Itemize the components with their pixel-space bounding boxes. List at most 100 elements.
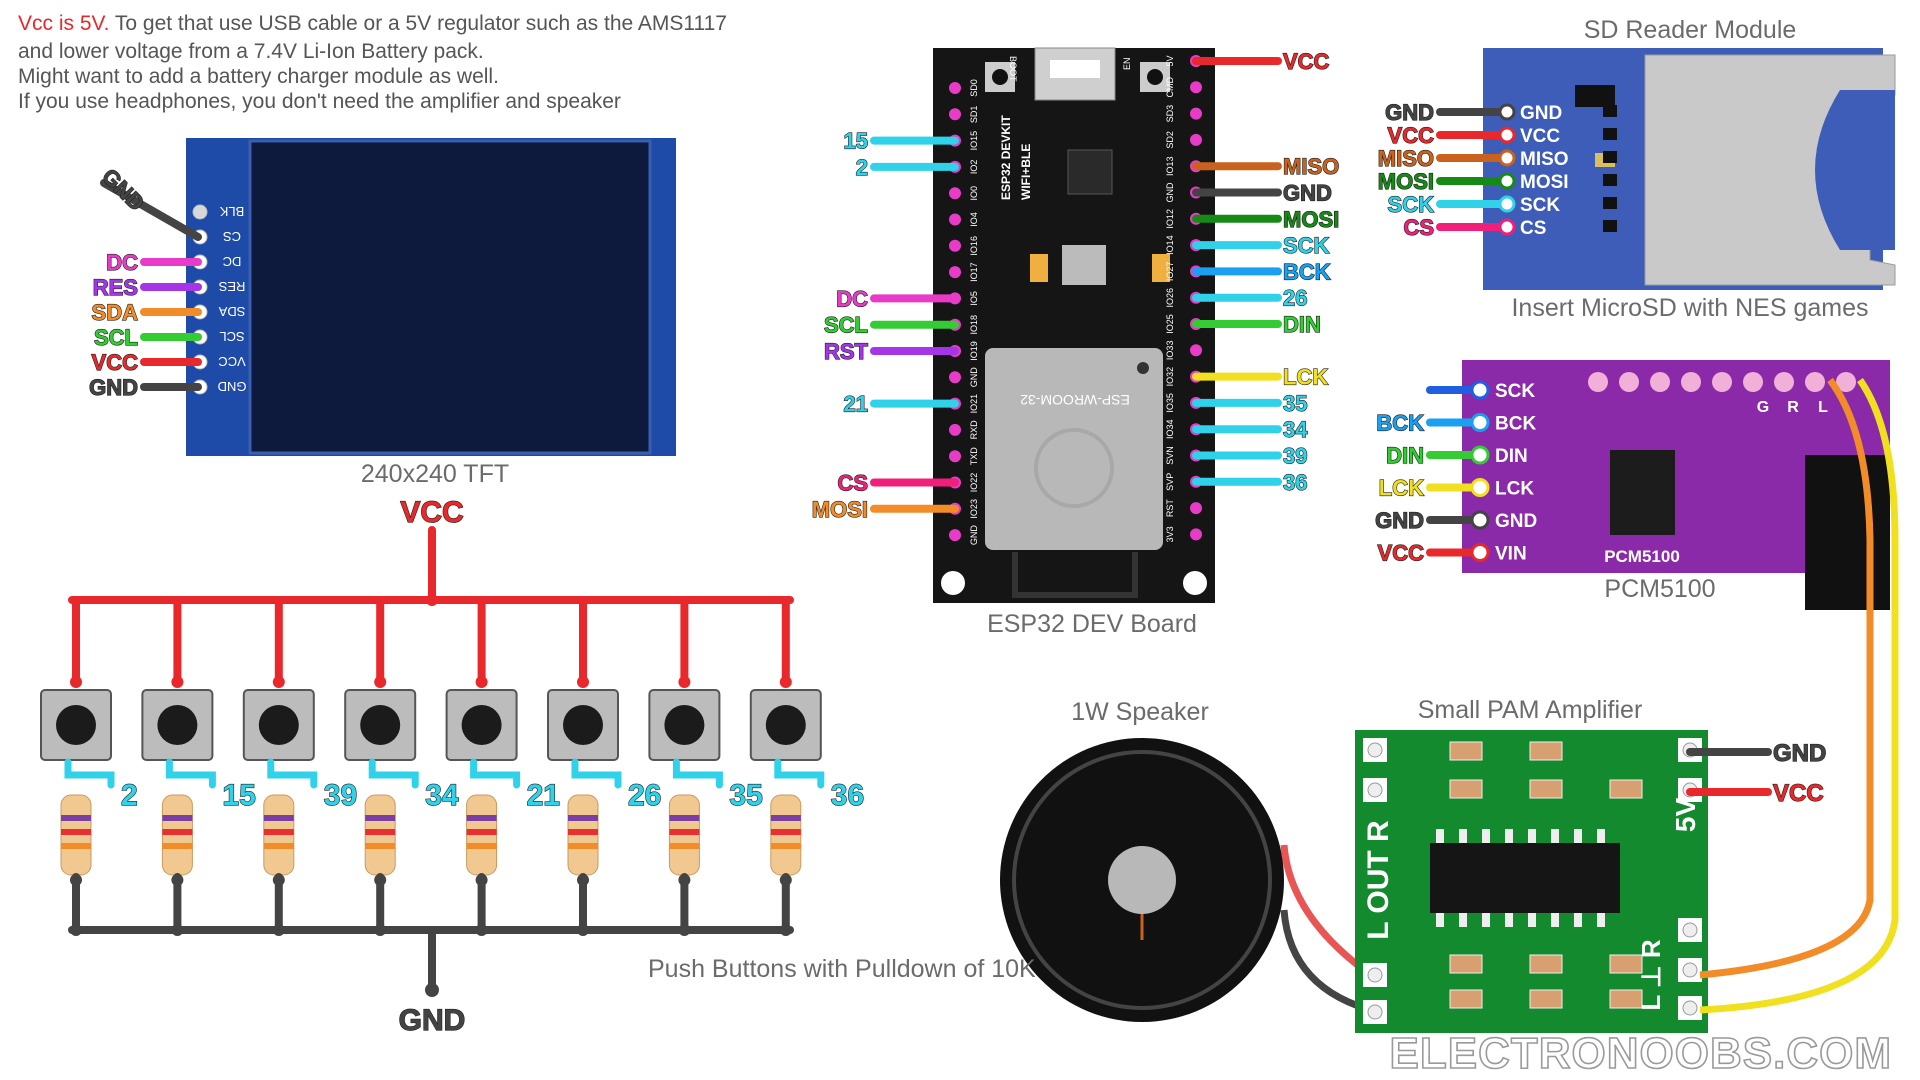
tft-pin-label: BLK xyxy=(219,204,244,219)
amp-chip-leg xyxy=(1551,913,1559,927)
amp-smd-part xyxy=(1609,989,1643,1009)
esp-right-wire-label: VCC xyxy=(1283,49,1330,74)
amp-pad-hole xyxy=(1682,922,1698,938)
pcm-pin-hole xyxy=(1470,510,1490,530)
notes: Vcc is 5V. To get that use USB cable or … xyxy=(18,12,727,113)
amp-chip xyxy=(1430,843,1620,913)
pcm-pin-hole xyxy=(1470,445,1490,465)
amp-smd-part xyxy=(1449,741,1483,761)
tft-pin-label: SDA xyxy=(218,304,245,319)
amp-chip-leg xyxy=(1482,913,1490,927)
gnd-junction-dot xyxy=(374,924,387,936)
esp-right-wire-label: LCK xyxy=(1283,365,1328,390)
espressif-logo-icon xyxy=(1034,428,1114,508)
note-line-4: If you use headphones, you don't need th… xyxy=(18,90,621,113)
tft-module: BLKCSGNDDCDCRESRESSDASDASCLSCLVCCVCCGNDG… xyxy=(89,138,676,456)
amp-pad-hole xyxy=(1367,1004,1383,1020)
push-button-cap[interactable] xyxy=(56,705,96,745)
resistor-band xyxy=(466,843,497,849)
esp-left-pin-label: IO17 xyxy=(969,262,979,282)
sd-caption: Insert MicroSD with NES games xyxy=(1511,294,1868,322)
amp-chip-leg xyxy=(1574,829,1582,843)
esp-cap-1 xyxy=(1030,254,1048,282)
amp-smd-part xyxy=(1449,954,1483,974)
esp-left-pin-label: IO2 xyxy=(969,160,979,175)
push-button-cap[interactable] xyxy=(563,705,603,745)
resistor-band xyxy=(61,843,91,849)
push-button-cap[interactable] xyxy=(461,705,502,745)
esp-right-wire-label: 26 xyxy=(1283,286,1307,311)
esp-right-wire-label: 39 xyxy=(1283,444,1307,469)
esp-right-pin-label: 3V3 xyxy=(1165,526,1175,542)
button-gpio-wire xyxy=(470,758,521,789)
amp-wire-label: GND xyxy=(1773,740,1826,767)
button-vcc-joint xyxy=(577,676,589,688)
push-button-cap[interactable] xyxy=(765,705,806,745)
esp-left-pin xyxy=(949,450,961,463)
esp-left-pin xyxy=(949,82,961,94)
gnd-junction-dot xyxy=(272,924,285,936)
esp-left-pin-label: IO5 xyxy=(969,291,979,306)
pcm-pin-hole xyxy=(1470,413,1490,432)
resistor-band xyxy=(162,829,193,835)
amp-pad-hole xyxy=(1367,782,1383,798)
amp-chip-leg xyxy=(1528,829,1536,843)
esp-label-boot: BOOT xyxy=(1008,56,1018,82)
pcm-label-l: L xyxy=(1818,399,1828,416)
sd-chip xyxy=(1575,85,1615,107)
button-gpio-label: 36 xyxy=(831,779,864,812)
resistor-joint xyxy=(678,874,691,886)
amp-chip-leg xyxy=(1436,913,1444,927)
push-button-cap[interactable] xyxy=(258,705,299,745)
sd-pin-hole xyxy=(1498,126,1516,144)
esp-left-wire-label: MOSI xyxy=(812,497,868,522)
amp-lr-label: L ⊥ R xyxy=(1636,939,1666,1011)
push-button-cap[interactable] xyxy=(360,705,401,745)
sd-pin-hole xyxy=(1498,172,1516,190)
esp-right-pin-label: IO25 xyxy=(1165,314,1175,334)
esp-left-pin xyxy=(949,529,961,542)
resistor-band xyxy=(568,843,598,849)
resistor-band xyxy=(365,829,396,835)
esp-module-dot xyxy=(1137,362,1149,374)
pcm-top-hole xyxy=(1836,372,1856,392)
resistor-band xyxy=(770,815,801,821)
sd-smd-pad xyxy=(1603,105,1617,117)
esp-right-wire-label: GND xyxy=(1283,181,1332,206)
pcm-top-hole xyxy=(1681,372,1701,392)
pcm-module: G R L PCM5100 SCKBCKBCKDINDINLCKLCKGNDGN… xyxy=(1375,360,1890,610)
sd-pin-hole xyxy=(1498,195,1516,213)
esp-right-pin xyxy=(1190,528,1202,541)
pcm-wire-label: GND xyxy=(1375,508,1424,533)
esp-right-pin-label: 5V xyxy=(1165,55,1175,66)
esp-left-wire-label: 2 xyxy=(856,155,868,180)
esp-right-pin-label: IO26 xyxy=(1165,288,1175,308)
sd-wire-label: GND xyxy=(1385,100,1434,125)
watermark: ELECTRONOOBS.COM xyxy=(1390,1029,1892,1078)
buttons-caption: Push Buttons with Pulldown of 10K xyxy=(648,955,1036,983)
amp-left-label: L OUT R xyxy=(1362,820,1395,940)
gnd-junction xyxy=(425,983,439,997)
button-vcc-joint xyxy=(272,676,285,688)
push-button-cap[interactable] xyxy=(664,705,705,745)
tft-pin-label: RES xyxy=(218,279,245,294)
amp-chip-leg xyxy=(1597,913,1605,927)
push-button-cap[interactable] xyxy=(157,705,198,745)
esp-left-wire-label: 21 xyxy=(844,392,868,417)
esp-right-pin-label: IO33 xyxy=(1165,341,1175,361)
amp-chip-leg xyxy=(1551,829,1559,843)
esp-left-pin-label: GND xyxy=(969,525,979,546)
esp-right-pin xyxy=(1190,81,1202,94)
pcm-chip-label: PCM5100 xyxy=(1604,547,1680,566)
resistor-joint xyxy=(171,874,184,886)
esp-wifi-label: WIFI+BLE xyxy=(1019,144,1033,200)
resistor-joint xyxy=(374,874,387,886)
amp-chip-leg xyxy=(1505,913,1513,927)
esp-left-pin-label: SD1 xyxy=(969,106,979,124)
esp-right-pin-label: IO12 xyxy=(1165,209,1175,229)
esp-right-pin xyxy=(1190,502,1202,515)
button-gpio-wire xyxy=(165,758,216,789)
pcm-pin-label: GND xyxy=(1495,511,1537,532)
esp-right-pin-label: IO14 xyxy=(1165,235,1175,255)
